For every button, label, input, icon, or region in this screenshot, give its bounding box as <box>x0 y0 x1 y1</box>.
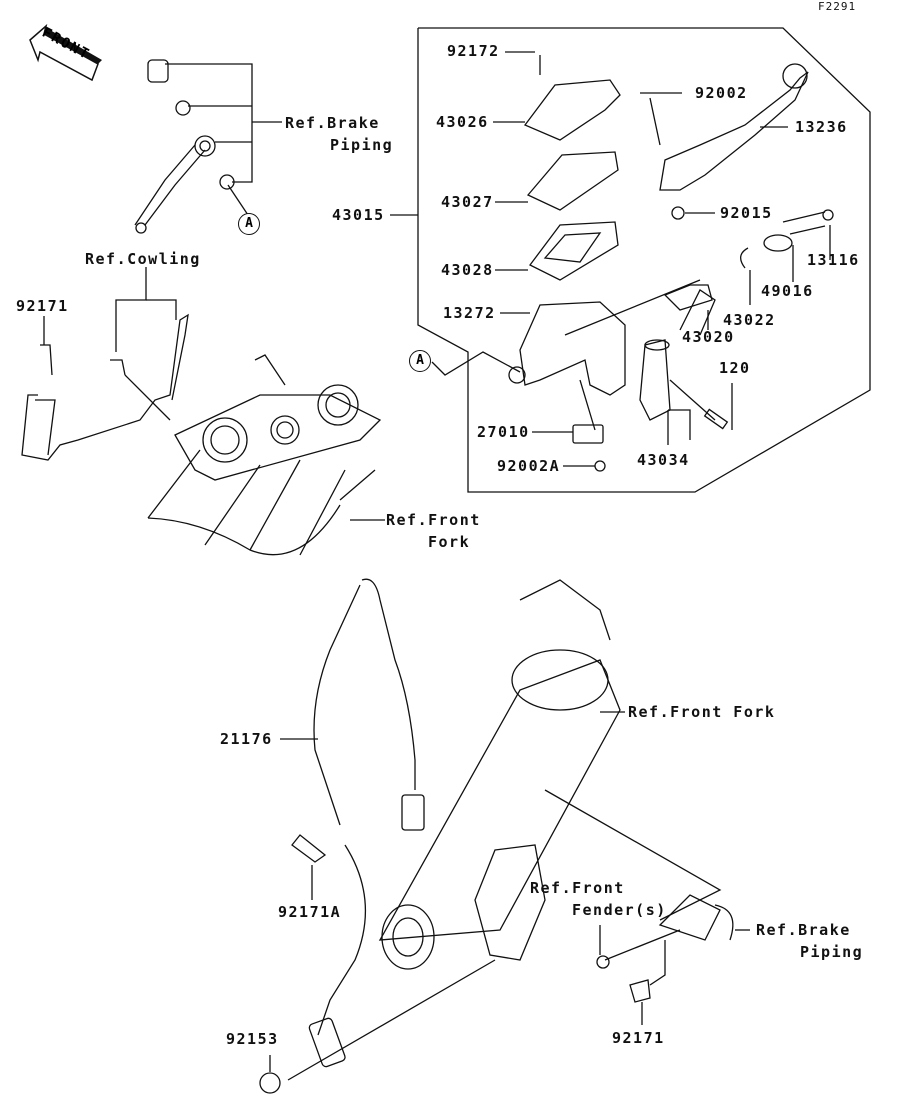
arrow-left-icon <box>29 23 102 82</box>
part-92002A[interactable]: 92002A <box>497 457 561 475</box>
part-92171-bottom[interactable]: 92171 <box>612 1029 665 1047</box>
part-92002[interactable]: 92002 <box>695 84 748 102</box>
part-43027[interactable]: 43027 <box>441 193 494 211</box>
front-fork-lower <box>378 579 722 970</box>
part-92015[interactable]: 92015 <box>720 204 773 222</box>
part-21176[interactable]: 21176 <box>220 730 273 748</box>
brake-hose-fitting <box>134 59 282 234</box>
ref-front-fork-top-line1: Ref.Front <box>386 511 481 529</box>
ref-front-fork-top-line2: Fork <box>428 533 471 551</box>
callout-a-top: A <box>238 213 260 235</box>
ref-brake-piping-bottom-line2: Piping <box>800 943 864 961</box>
part-92171-top[interactable]: 92171 <box>16 297 69 315</box>
reservoir-cap-assembly <box>493 51 621 281</box>
part-43026[interactable]: 43026 <box>436 113 489 131</box>
part-27010[interactable]: 27010 <box>477 423 530 441</box>
figure-id: F2291 <box>818 0 857 13</box>
part-43034[interactable]: 43034 <box>637 451 690 469</box>
part-43015[interactable]: 43015 <box>332 206 385 224</box>
ref-brake-piping-bottom-line1: Ref.Brake <box>756 921 851 939</box>
part-120[interactable]: 120 <box>719 359 751 377</box>
ref-front-fork-mid: Ref.Front Fork <box>628 703 776 721</box>
part-13116[interactable]: 13116 <box>807 251 860 269</box>
part-43028[interactable]: 43028 <box>441 261 494 279</box>
wheel-sensor <box>259 578 496 1094</box>
ref-brake-piping-top-line1: Ref.Brake <box>285 114 380 132</box>
cowling-bracket <box>21 267 189 461</box>
part-13272[interactable]: 13272 <box>443 304 496 322</box>
part-43020[interactable]: 43020 <box>682 328 735 346</box>
ref-cowling: Ref.Cowling <box>85 250 201 268</box>
brake-lever <box>640 63 809 220</box>
ref-front-fender-line2: Fender(s) <box>572 901 667 919</box>
callout-a-assembly: A <box>409 350 431 372</box>
part-43022[interactable]: 43022 <box>723 311 776 329</box>
part-13236[interactable]: 13236 <box>795 118 848 136</box>
part-92153[interactable]: 92153 <box>226 1030 279 1048</box>
fender-bracket <box>596 894 750 1025</box>
cylinder-internals <box>639 209 834 445</box>
ref-front-fender-line1: Ref.Front <box>530 879 625 897</box>
assembly-frame <box>417 27 871 493</box>
part-92172[interactable]: 92172 <box>447 42 500 60</box>
front-direction-arrow: FRONT <box>28 18 108 92</box>
master-cylinder-body <box>500 279 713 472</box>
part-49016[interactable]: 49016 <box>761 282 814 300</box>
leader-callout-a <box>431 351 521 376</box>
ref-brake-piping-top-line2: Piping <box>330 136 394 154</box>
part-92171A[interactable]: 92171A <box>278 903 342 921</box>
triple-clamp <box>147 354 385 556</box>
